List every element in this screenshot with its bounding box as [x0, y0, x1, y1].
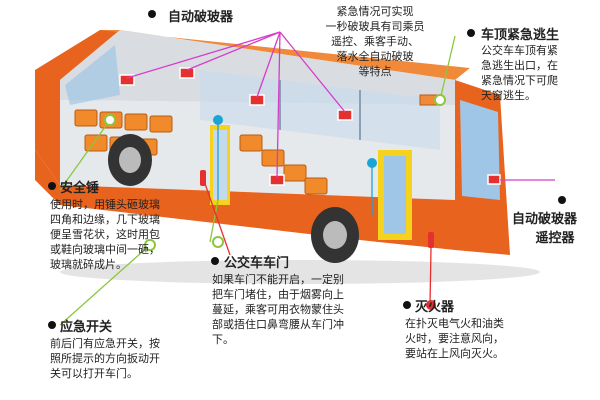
bullet-dot [211, 257, 219, 265]
front-door-glass [384, 156, 406, 234]
safety-hammer-line: 或鞋向玻璃中间一砸， [50, 243, 160, 256]
bus-door-line: 把车门堵住，由于烟雾向上 [212, 288, 344, 301]
bus-roof-edge [100, 30, 470, 80]
bullet-dot [558, 196, 566, 204]
windshield [460, 100, 500, 200]
bus-door-line: 部或捂住口鼻弯腰从车门冲 [212, 318, 344, 331]
rear-wheel [108, 134, 152, 186]
label-remote-breaker: 自动破玻器 遥控器 [512, 208, 598, 246]
leader-line [186, 31, 281, 71]
seat [74, 109, 98, 127]
seat [124, 113, 148, 131]
leader-line [256, 31, 281, 98]
bus-door-line: 下。 [212, 333, 234, 346]
leader-line [202, 177, 231, 256]
leader-line [429, 247, 432, 306]
seat [84, 134, 108, 152]
roof-escape-line: 急逃生出口，在 [481, 59, 558, 72]
label-roof-escape: 车顶紧急逃生 公交车车顶有紧 急逃生出口，在 紧急情况下可爬 天窗逃生。 [481, 24, 599, 103]
marker-emergency-switch [144, 239, 156, 251]
emergency-switch-line: 照所提示的方向扳动开 [50, 352, 160, 365]
front-wheel [311, 207, 359, 263]
roof-escape-title: 车顶紧急逃生 [481, 28, 560, 43]
label-emergency-info: 紧急情况可实现 一秒破玻具有司乘员 遥控、乘客手动、 落水全自动破玻 等特点 [300, 4, 450, 79]
rear-window-glass [65, 45, 120, 105]
bullet-dot [148, 10, 156, 18]
auto-breaker-device [179, 67, 195, 79]
safety-hammer-line: 玻璃就碎成片。 [50, 258, 127, 271]
marker-bus-door [212, 236, 224, 248]
bullet-dot [403, 301, 411, 309]
marker-door [213, 115, 223, 125]
label-extinguisher-body: 在扑灭电气火和油类 火时，要注意风向， 要站在上风向灭火。 [405, 316, 545, 361]
leader-line [59, 119, 111, 191]
label-auto-breaker: 自动破玻器 [168, 10, 234, 25]
extinguisher-title: 灭火器 [415, 300, 455, 315]
remote-breaker-line: 遥控器 [535, 231, 575, 246]
seat [149, 115, 173, 133]
emergency-info-line: 等特点 [358, 65, 392, 78]
safety-hammer-line: 使用时，用锤头砸玻璃 [50, 198, 160, 211]
label-emergency-switch-body: 前后门有应急开关，按 照所提示的方向扳动开 关可以打开车门。 [50, 336, 210, 381]
extinguisher-line: 在扑灭电气火和油类 [405, 317, 504, 330]
emergency-info-line: 紧急情况可实现 [336, 5, 414, 18]
safety-hammer-title: 安全锤 [60, 181, 100, 196]
ground-shadow [60, 260, 540, 284]
bus-rear-panel [35, 30, 120, 185]
bullet-dot [48, 321, 56, 329]
auto-breaker-device [337, 109, 353, 121]
safety-hammer-line: 四角和边缘，几下玻璃 [50, 213, 160, 226]
emergency-switch-line: 关可以打开车门。 [50, 367, 138, 380]
leader-line [126, 31, 281, 79]
marker-roof-escape [434, 94, 446, 106]
marker-door [367, 158, 377, 168]
extinguisher-line: 火时，要注意风向， [405, 332, 504, 345]
safety-hammer-line: 便呈雪花状，这时用包 [50, 228, 160, 241]
remote-control-device [487, 174, 501, 185]
auto-breaker-device [249, 94, 265, 106]
label-emergency-switch: 应急开关 [60, 316, 112, 335]
remote-breaker-title: 自动破玻器 [512, 212, 578, 227]
roof-escape-line: 紧急情况下可爬 [481, 74, 558, 87]
bullet-dot [467, 29, 475, 37]
auto-breaker-device [119, 74, 135, 86]
seat [283, 164, 307, 182]
fire-extinguisher [428, 232, 434, 248]
emergency-switch-line: 前后门有应急开关，按 [50, 337, 160, 350]
roof-escape-line: 天窗逃生。 [481, 89, 536, 102]
emergency-switch-title: 应急开关 [60, 320, 113, 335]
middle-door-glass [213, 130, 227, 200]
emergency-info-line: 一秒破玻具有司乘员 [325, 20, 425, 33]
bus-interior-ceiling [60, 30, 455, 105]
seat [239, 134, 263, 152]
marker-safety-hammer [104, 114, 116, 126]
leader-line [276, 31, 281, 179]
emergency-info-line: 落水全自动破玻 [336, 50, 414, 63]
marker-extinguisher [426, 300, 436, 310]
seat [304, 177, 328, 195]
bus-door-title: 公交车车门 [224, 256, 290, 271]
bus-door-line: 蔓延，乘客可用衣物蒙住头 [212, 303, 344, 316]
label-bus-door: 公交车车门 [224, 252, 289, 271]
roof-escape-line: 公交车车顶有紧 [481, 44, 558, 57]
leader-line [59, 244, 151, 326]
bullet-dot [48, 182, 56, 190]
emergency-info-line: 遥控、乘客手动、 [331, 35, 419, 48]
seat [261, 149, 285, 167]
leader-line [209, 199, 219, 243]
label-safety-hammer: 安全锤 [60, 177, 215, 196]
label-extinguisher: 灭火器 [415, 296, 454, 315]
leader-line [439, 35, 456, 101]
label-safety-hammer-body: 使用时，用锤头砸玻璃 四角和边缘，几下玻璃 便呈雪花状，这时用包 或鞋向玻璃中间… [50, 197, 210, 272]
bus-door-line: 如果车门不能开启，一定别 [212, 273, 344, 286]
label-bus-door-body: 如果车门不能开启，一定别 把车门堵住，由于烟雾向上 蔓延，乘客可用衣物蒙住头 部… [212, 272, 392, 347]
extinguisher-line: 要站在上风向灭火。 [405, 347, 504, 360]
leader-line [279, 31, 346, 113]
